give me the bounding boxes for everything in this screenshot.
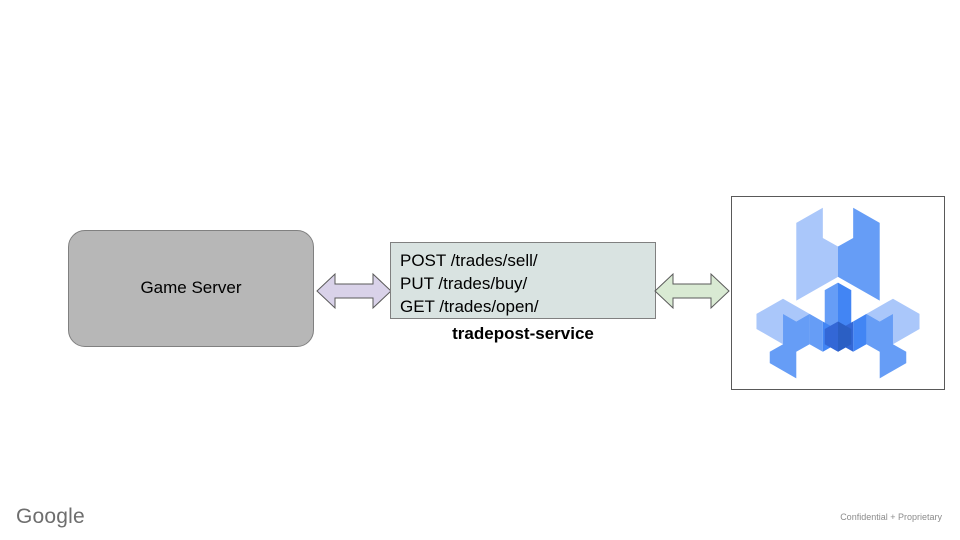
footer-google-wordmark: Google [16,505,85,528]
isometric-wrench-icon [756,207,920,379]
double-arrow-icon [654,272,730,310]
node-tradepost-service-caption: tradepost-service [452,324,594,343]
node-game-server-label: Game Server [140,278,242,298]
connector-service-to-logo[interactable] [654,271,730,311]
connector-game-server-to-service[interactable] [316,271,392,311]
endpoint-post-trades-sell: POST /trades/sell/ [400,251,538,270]
footer-confidentiality-notice: Confidential + Proprietary [840,512,942,522]
node-tradepost-service[interactable]: POST /trades/sell/ PUT /trades/buy/ GET … [390,242,656,319]
endpoint-put-trades-buy: PUT /trades/buy/ [400,274,528,293]
double-arrow-icon [316,272,392,310]
node-cloud-tools-logo[interactable] [731,196,945,390]
node-game-server[interactable]: Game Server [68,230,314,347]
endpoint-get-trades-open: GET /trades/open/ [400,297,539,316]
